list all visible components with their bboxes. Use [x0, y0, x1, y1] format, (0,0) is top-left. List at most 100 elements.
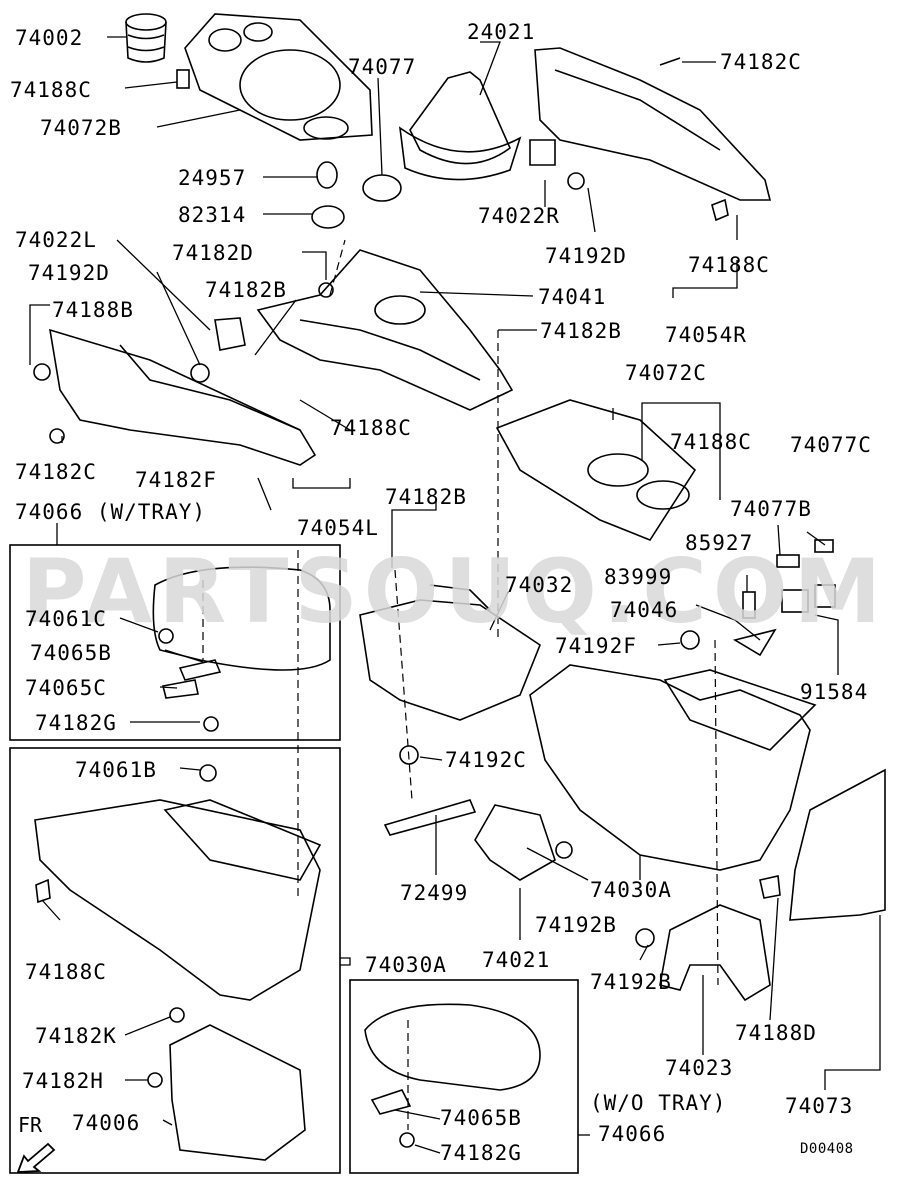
part-label-74182b: 74182B	[540, 319, 622, 343]
socket-part	[781, 589, 809, 613]
part-label-74188c: 74188C	[330, 416, 412, 440]
console-main-part	[529, 664, 817, 871]
part-label-74188c: 74188C	[25, 960, 107, 984]
switch-part	[814, 539, 834, 553]
part-label-74182k: 74182K	[35, 1024, 117, 1048]
part-label-74077c: 74077C	[790, 433, 872, 457]
clip-part	[759, 875, 781, 899]
screw-part	[203, 716, 219, 732]
part-label-74021: 74021	[482, 948, 551, 972]
part-label-74054r: 74054R	[665, 323, 747, 347]
switch-part	[776, 554, 800, 568]
part-label-74002: 74002	[15, 26, 84, 50]
part-label-72499: 72499	[400, 881, 469, 905]
console-side-cover-left-part	[48, 317, 317, 466]
part-label-74061c: 74061C	[25, 607, 107, 631]
part-label-74188c: 74188C	[10, 78, 92, 102]
part-label-74061b: 74061B	[75, 758, 157, 782]
console-bracket-part	[256, 249, 514, 411]
part-label-74023: 74023	[665, 1056, 734, 1080]
bracket-part	[732, 628, 777, 657]
front-arrow-icon	[16, 1142, 56, 1173]
part-label-24021: 24021	[467, 20, 536, 44]
rail-part	[383, 799, 477, 836]
part-label-74032: 74032	[505, 573, 574, 597]
part-label-74065b: 74065B	[30, 641, 112, 665]
clip-part	[35, 878, 51, 904]
lamp-part	[742, 591, 756, 619]
bracket-part	[474, 804, 556, 881]
part-label-74192d: 74192D	[545, 244, 627, 268]
part-label-85927: 85927	[685, 531, 754, 555]
part-label-74182b: 74182B	[205, 278, 287, 302]
part-label-74192b: 74192B	[535, 913, 617, 937]
armrest-lid-part	[152, 566, 331, 671]
bolt-part	[680, 630, 700, 650]
screw-part	[399, 1132, 415, 1148]
part-label-74182c: 74182C	[720, 50, 802, 74]
hinge-part	[162, 679, 199, 699]
screw-part	[49, 428, 65, 444]
front-direction-label: FR	[18, 1113, 43, 1137]
screw-part	[169, 1007, 185, 1023]
socket-part	[814, 584, 836, 608]
lamp-socket-part	[316, 161, 338, 189]
part-label-74054l: 74054L	[297, 516, 379, 540]
clip-part	[711, 198, 729, 222]
inset-box-armrest	[9, 747, 341, 1174]
console-rear-cover-part	[789, 768, 886, 921]
part-label-74192f: 74192F	[555, 634, 637, 658]
screw-part	[318, 282, 334, 298]
cup-holder-insert-part	[125, 13, 167, 63]
part-label-74072b: 74072B	[40, 116, 122, 140]
part-label-74192b: 74192B	[590, 970, 672, 994]
indicator-panel-part	[362, 174, 402, 202]
part-label-74077: 74077	[348, 55, 417, 79]
part-label-74066-w-o-tray: (W/O TRAY)	[590, 1091, 727, 1115]
leader-lines	[29, 36, 881, 1154]
part-label-74192d: 74192D	[28, 261, 110, 285]
watermark: PARTSOUQ.COM	[22, 540, 888, 643]
part-label-74188c: 74188C	[688, 253, 770, 277]
part-label-74066-w-tray: 74066 (W/TRAY)	[15, 500, 207, 524]
part-label-74065c: 74065C	[25, 676, 107, 700]
storage-tray-part	[169, 1024, 306, 1161]
part-label-74192c: 74192C	[445, 748, 527, 772]
part-label-74182g: 74182G	[35, 711, 117, 735]
inset-box-without-tray	[349, 979, 579, 1174]
part-label-74046: 74046	[610, 598, 679, 622]
stopper-part	[199, 764, 217, 782]
part-label-74188c: 74188C	[670, 430, 752, 454]
part-label-74188b: 74188B	[52, 298, 134, 322]
part-label-74182b: 74182B	[385, 485, 467, 509]
clip-part	[33, 363, 51, 381]
inset-box-with-tray	[9, 544, 341, 741]
part-label-74182g: 74182G	[440, 1141, 522, 1165]
console-inner-bracket-part	[359, 584, 541, 721]
console-upper-panel-part	[184, 13, 373, 141]
part-label-74182c: 74182C	[15, 460, 97, 484]
armrest-lid-part	[364, 1003, 541, 1091]
shift-lever-boot-part	[398, 71, 522, 181]
part-label-74041: 74041	[538, 285, 607, 309]
rear-tray-panel-part	[495, 399, 697, 541]
bolt-part	[567, 172, 585, 190]
part-label-74188d: 74188D	[735, 1021, 817, 1045]
bolt-part	[190, 363, 210, 383]
part-label-91584: 91584	[800, 680, 869, 704]
part-label-74072c: 74072C	[625, 361, 707, 385]
part-label-74022r: 74022R	[478, 204, 560, 228]
clip-part	[176, 69, 190, 89]
part-label-74006: 74006	[72, 1111, 141, 1135]
diagram-code: D00408	[800, 1141, 854, 1157]
part-label-74022l: 74022L	[15, 228, 97, 252]
bezel-ring-part	[311, 205, 345, 229]
part-label-74030a: 74030A	[365, 953, 447, 977]
part-label-82314: 82314	[178, 203, 247, 227]
part-label-83999: 83999	[604, 565, 673, 589]
alignment-lines	[202, 239, 719, 1130]
hinge-part	[178, 659, 222, 681]
part-label-74073: 74073	[785, 1094, 854, 1118]
